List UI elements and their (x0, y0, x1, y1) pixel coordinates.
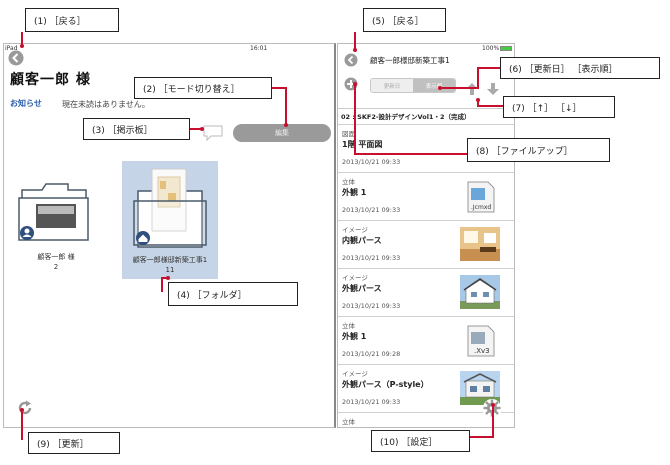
item-date: 2013/10/21 09:28 (342, 350, 401, 358)
battery-label: 100% (482, 45, 500, 52)
item-date: 2013/10/21 09:33 (342, 302, 401, 310)
carrier-label: iPad (5, 45, 18, 52)
interior-photo (460, 227, 500, 261)
customer-greeting: 顧客一郎 様 (10, 72, 91, 88)
xv3-file-icon: .Xv3 (467, 325, 495, 357)
list-item[interactable]: イメージ 内観パース 2013/10/21 09:33 (338, 220, 514, 268)
callout-settings: (10) ［設定］ (371, 430, 470, 452)
exterior-photo (460, 275, 500, 309)
left-pane: iPad 16:01 顧客一郎 様 お知らせ 現在未読はありません。 編集 顧客… (3, 43, 336, 428)
item-date: 2013/10/21 09:33 (342, 158, 401, 166)
folder-name: 顧客一郎 様 (37, 253, 75, 261)
item-name: 外観 1 (342, 188, 367, 197)
list-item[interactable]: 立体 外観 1 2013/10/21 09:28 .Xv3 (338, 316, 514, 364)
jcmxd-file-icon: .Jcmxd (467, 181, 495, 213)
svg-text:.Jcmxd: .Jcmxd (471, 204, 491, 211)
item-date: 2013/10/21 09:33 (342, 206, 401, 214)
callout-back-left: (1) ［戻る］ (25, 8, 119, 32)
mode-switch-button[interactable]: 編集 (233, 124, 331, 142)
section-header-text: 02 : SKF2-設計デザインVol1・2（完成） (341, 113, 471, 121)
project-title: 顧客一郎様邸新築工事1 (370, 56, 450, 65)
item-category: 立体 (342, 322, 355, 330)
item-category: イメージ (342, 370, 368, 378)
right-pane: 100% 顧客一郎様邸新築工事1 更新日 表示順 02 : SKF2-設計デザイ… (337, 43, 515, 428)
notice-message: 現在未読はありません。 (62, 100, 150, 109)
folder-project-selected[interactable]: 顧客一郎様邸新築工事1 11 (122, 161, 218, 279)
folder-customer[interactable]: 顧客一郎 様 2 (16, 176, 96, 276)
arrow-down-icon (487, 83, 499, 95)
back-button[interactable] (344, 52, 358, 71)
item-category: 立体 (342, 418, 355, 426)
list-item[interactable]: イメージ 外観パース 2013/10/21 09:33 (338, 268, 514, 316)
callout-back-right: (5) ［戻る］ (363, 8, 446, 32)
list-item[interactable]: 図面 1階 平面図 2013/10/21 09:33 (338, 124, 514, 172)
item-name: 外観 1 (342, 332, 367, 341)
speech-bubble-icon (203, 125, 223, 142)
item-category: イメージ (342, 226, 368, 234)
bulletin-board-button[interactable] (202, 124, 224, 146)
svg-text:.Xv3: .Xv3 (474, 347, 490, 355)
back-arrow-icon (344, 53, 358, 67)
item-category: 立体 (342, 178, 355, 186)
folder-count: 11 (165, 266, 175, 274)
callout-bulletin: (3) ［掲示板］ (83, 118, 190, 140)
item-name: 1階 平面図 (342, 140, 383, 149)
move-down-button[interactable] (487, 80, 499, 99)
section-header: 02 : SKF2-設計デザインVol1・2（完成） (338, 108, 514, 121)
callout-sort: (6) ［更新日］ ［表示順］ (500, 57, 660, 79)
callout-up-down: (7) ［↑］ ［↓］ (503, 96, 615, 118)
sort-toggle: 更新日 表示順 (370, 78, 456, 93)
item-name: 内観パース (342, 236, 382, 245)
sort-updated-button[interactable]: 更新日 (371, 79, 413, 92)
back-arrow-icon (8, 50, 24, 66)
item-name: 外観パース（P-style） (342, 380, 429, 389)
callout-refresh: (9) ［更新］ (28, 432, 120, 454)
item-name: 外観パース (342, 284, 382, 293)
item-category: イメージ (342, 274, 368, 282)
callout-file-up: (8) ［ファイルアップ］ (467, 138, 610, 162)
notice-link[interactable]: お知らせ (10, 99, 42, 108)
list-item[interactable]: 立体 外観 1 2013/10/21 09:33 .Jcmxd (338, 172, 514, 220)
callout-folder: (4) ［フォルダ］ (168, 282, 298, 306)
folder-icon (133, 168, 207, 248)
item-date: 2013/10/21 09:33 (342, 398, 401, 406)
callout-mode-switch: (2) ［モード切り替え］ (134, 77, 272, 99)
folder-count: 2 (53, 263, 59, 271)
status-time: 16:01 (250, 45, 268, 52)
back-button[interactable] (8, 50, 24, 70)
list-item[interactable]: 立体 (338, 412, 514, 427)
folder-icon (18, 183, 89, 241)
item-date: 2013/10/21 09:33 (342, 254, 401, 262)
item-category: 図面 (342, 130, 355, 138)
battery-icon (500, 46, 512, 51)
folder-name: 顧客一郎様邸新築工事1 (132, 256, 208, 264)
